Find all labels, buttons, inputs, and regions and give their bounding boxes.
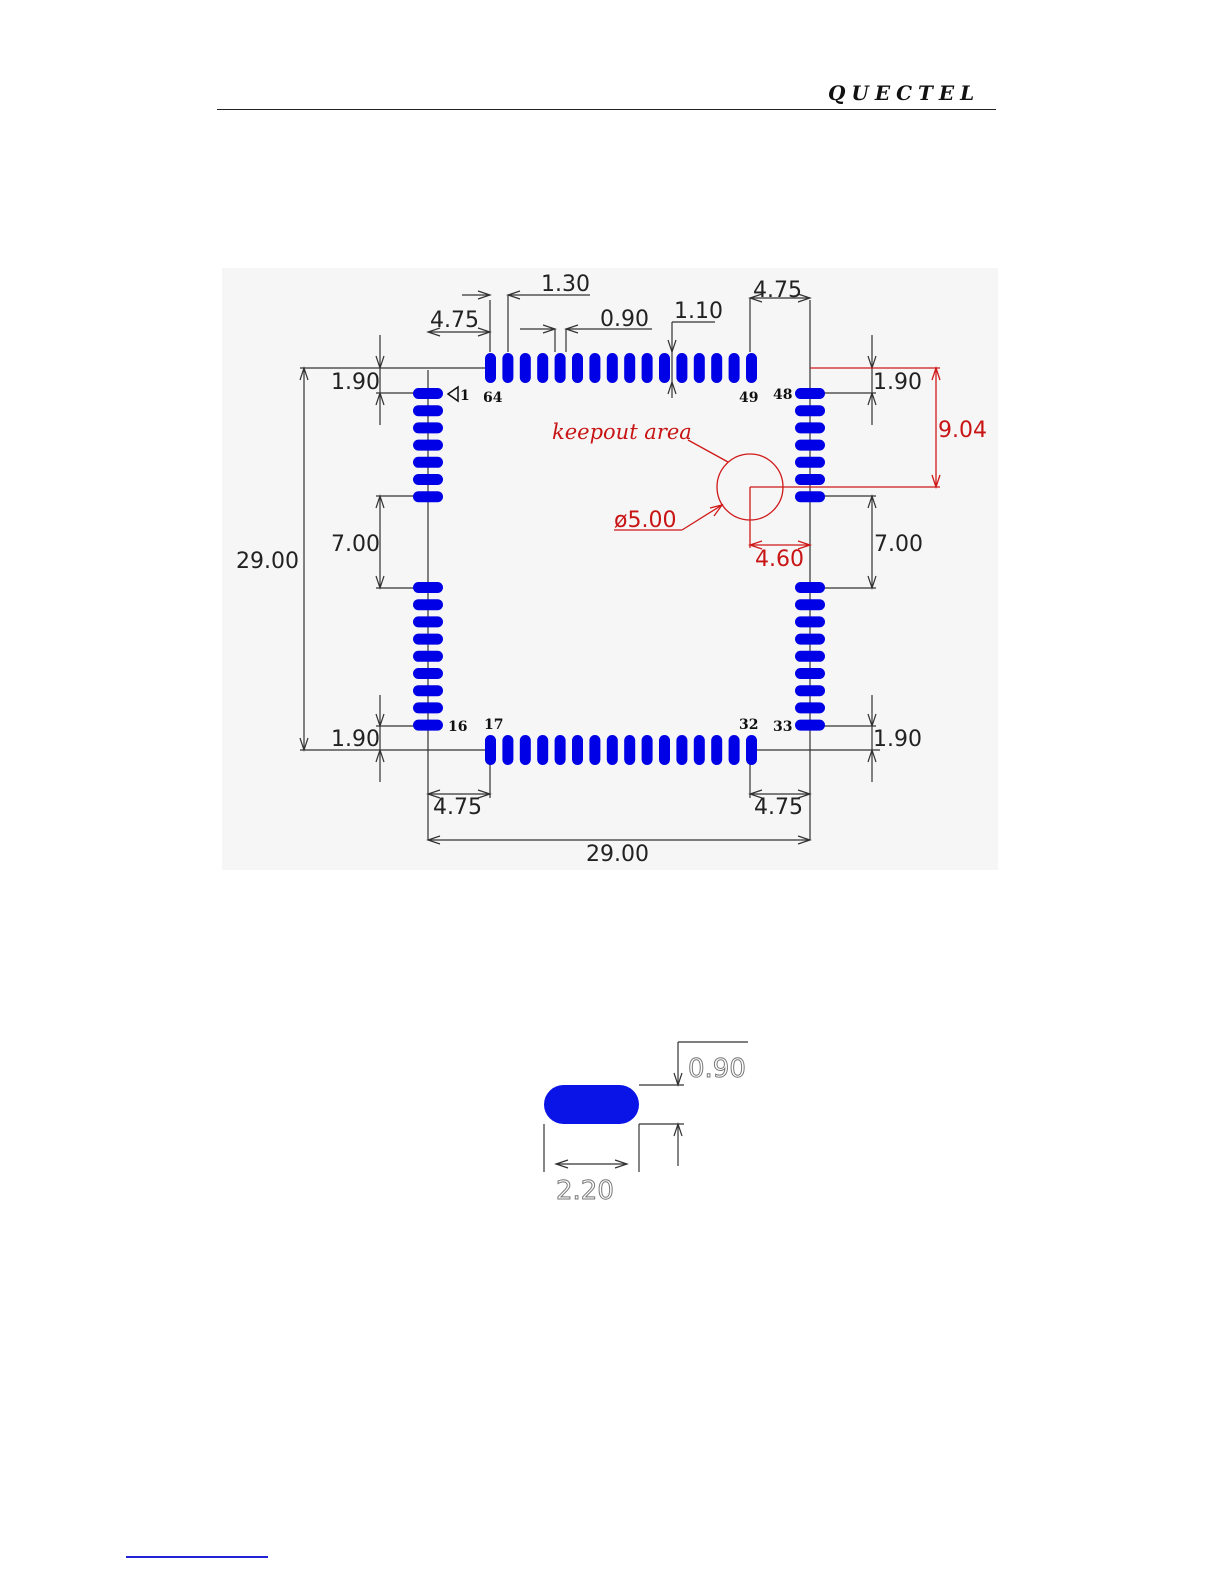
pad-right-33	[795, 720, 825, 731]
pad-left-11	[413, 634, 443, 645]
dim-top-right-offset: 4.75	[753, 278, 802, 303]
pad-right-40	[795, 599, 825, 610]
dim-width: 29.00	[586, 842, 649, 867]
pad-top-64	[485, 353, 496, 383]
pad-bottom-21	[555, 735, 566, 765]
pad-top-50	[729, 353, 740, 383]
pad-top-61	[537, 353, 548, 383]
pin-label-16: 16	[448, 719, 467, 735]
pad-top-51	[711, 353, 722, 383]
pad-bottom-32	[746, 735, 757, 765]
pad-top-52	[694, 353, 705, 383]
pin-label-17: 17	[484, 717, 503, 733]
dim-right-top-margin: 1.90	[873, 370, 922, 395]
pad-right-39	[795, 616, 825, 627]
keepout-label: keepout area	[552, 420, 692, 444]
pad-left-5	[413, 457, 443, 468]
pad-top-62	[520, 353, 531, 383]
pad-right-36	[795, 668, 825, 679]
pad-bottom-25	[624, 735, 635, 765]
pad-bottom-23	[589, 735, 600, 765]
pad-top-63	[502, 353, 513, 383]
dim-right-gap: 7.00	[874, 532, 923, 557]
pad-right-38	[795, 634, 825, 645]
pad-right-37	[795, 651, 825, 662]
pad-left-4	[413, 440, 443, 451]
pad-left-15	[413, 702, 443, 713]
pin-label-32: 32	[739, 717, 758, 733]
pad-top-58	[589, 353, 600, 383]
pin-label-48: 48	[773, 387, 792, 403]
pad-top-57	[607, 353, 618, 383]
pad-bottom-19	[520, 735, 531, 765]
pad-left-13	[413, 668, 443, 679]
dim-left-bottom-margin: 1.90	[331, 727, 380, 752]
detail-height: 0.90	[688, 1054, 746, 1084]
pad-top-54	[659, 353, 670, 383]
pad-left-14	[413, 685, 443, 696]
pad-bottom-18	[502, 735, 513, 765]
pad-left-9	[413, 599, 443, 610]
pad-bottom-28	[676, 735, 687, 765]
pad-left-12	[413, 651, 443, 662]
pad-top-55	[642, 353, 653, 383]
pad-right-43	[795, 474, 825, 485]
dim-height: 29.00	[236, 549, 299, 574]
dim-keepout-y: 9.04	[938, 418, 987, 443]
pin-label-33: 33	[773, 719, 792, 735]
pad-top-60	[555, 353, 566, 383]
pad-left-1	[413, 388, 443, 399]
dim-bottom-left-offset: 4.75	[433, 795, 482, 820]
dim-left-top-margin: 1.90	[331, 370, 380, 395]
pad-right-45	[795, 440, 825, 451]
pad-top-53	[676, 353, 687, 383]
pad-bottom-31	[729, 735, 740, 765]
dim-left-gap: 7.00	[331, 532, 380, 557]
pad-top-49	[746, 353, 757, 383]
pad-bottom-24	[607, 735, 618, 765]
pad-left-6	[413, 474, 443, 485]
pad-right-35	[795, 685, 825, 696]
pad-left-16	[413, 720, 443, 731]
pad-right-44	[795, 457, 825, 468]
dim-keepout-diameter: ø5.00	[614, 508, 676, 533]
pad-left-8	[413, 582, 443, 593]
pin-label-49: 49	[739, 390, 758, 406]
pad-left-2	[413, 405, 443, 416]
pin-label-1: 1	[460, 388, 470, 404]
pad-bottom-17	[485, 735, 496, 765]
dim-keepout-x: 4.60	[755, 547, 804, 572]
pad-bottom-30	[711, 735, 722, 765]
pad-bottom-20	[537, 735, 548, 765]
pad-top-56	[624, 353, 635, 383]
dim-pitch: 1.10	[674, 299, 723, 324]
pad-detail-shape	[544, 1085, 639, 1124]
pad-top-59	[572, 353, 583, 383]
pad-bottom-27	[659, 735, 670, 765]
pad-left-7	[413, 491, 443, 502]
dim-pad-spacing: 1.30	[541, 272, 590, 297]
dim-pad-width: 0.90	[600, 307, 649, 332]
pad-right-34	[795, 702, 825, 713]
pin-label-64: 64	[483, 390, 503, 406]
pad-right-46	[795, 422, 825, 433]
dim-right-bottom-margin: 1.90	[873, 727, 922, 752]
pad-right-41	[795, 582, 825, 593]
pad-bottom-29	[694, 735, 705, 765]
pad-bottom-26	[642, 735, 653, 765]
pad-left-3	[413, 422, 443, 433]
pad-right-48	[795, 388, 825, 399]
dim-top-left-offset: 4.75	[430, 308, 479, 333]
detail-width: 2.20	[556, 1176, 614, 1206]
pad-left-10	[413, 616, 443, 627]
dim-bottom-right-offset: 4.75	[754, 795, 803, 820]
pad-detail: 0.90 2.20	[544, 1042, 748, 1206]
pad-bottom-22	[572, 735, 583, 765]
pad-right-47	[795, 405, 825, 416]
pad-right-42	[795, 491, 825, 502]
